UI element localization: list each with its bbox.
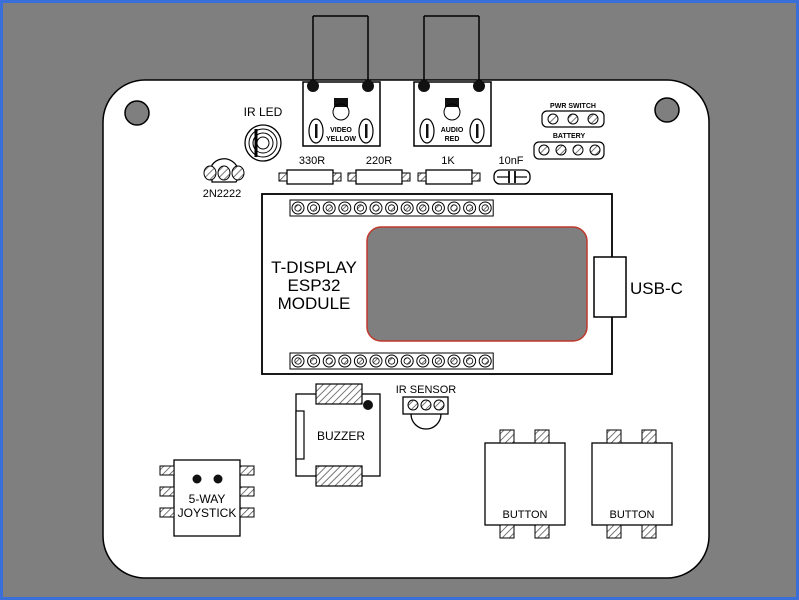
mounting-hole-right-icon: [654, 97, 680, 123]
header-pin-pad-icon: [387, 204, 396, 212]
resistor-330r-icon: [278, 169, 342, 185]
header-pin-pad-icon: [419, 204, 427, 212]
pwr-switch-label: PWR SWITCH: [550, 103, 596, 110]
header-pin-pad-icon: [465, 357, 474, 365]
resistor-220r-label: 220R: [366, 155, 392, 167]
capacitor-label: 10nF: [498, 155, 523, 167]
video-jack: [302, 15, 381, 147]
header-pin-pad-icon: [372, 357, 380, 365]
buzzer-label: BUZZER: [317, 429, 365, 443]
header-pin-pad-icon: [419, 357, 427, 365]
header-pin-pad-icon: [403, 357, 411, 365]
ir-led-icon: [244, 124, 282, 162]
header-pin-pad-icon: [434, 204, 442, 212]
button-1-label: BUTTON: [502, 509, 547, 521]
header-pin-pad-icon: [450, 357, 458, 365]
header-pin-pad-icon: [356, 204, 364, 212]
header-pin-pad-icon: [387, 357, 396, 365]
header-pin-pad-icon: [341, 357, 349, 365]
resistor-330r-label: 330R: [299, 155, 325, 167]
header-pin-pad-icon: [434, 357, 442, 365]
buzzer: [295, 383, 381, 487]
resistor-1k-label: 1K: [441, 155, 455, 167]
battery-header: [533, 141, 605, 160]
header-pin-pad-icon: [294, 357, 302, 365]
ir-sensor-label: IR SENSOR: [396, 384, 457, 396]
battery-label: BATTERY: [553, 133, 586, 140]
joystick: [159, 459, 255, 537]
audio-jack-label-line2: RED: [445, 136, 460, 143]
header-pin-pad-icon: [325, 204, 333, 212]
ir-sensor-icon: [402, 396, 449, 430]
button-2-label: BUTTON: [609, 509, 654, 521]
header-pin-pad-icon: [294, 204, 302, 212]
button-2: [591, 429, 673, 539]
video-jack-label-line2: YELLOW: [326, 136, 356, 143]
header-pins-bottom: [289, 352, 494, 370]
header-pin-pad-icon: [372, 204, 380, 212]
pwr-switch-header: [541, 110, 605, 128]
header-pins-top: [289, 199, 494, 217]
joystick-label-line1: 5-WAY: [189, 492, 226, 506]
header-pin-pad-icon: [325, 357, 333, 365]
module-label-line2: ESP32: [288, 276, 341, 295]
header-pin-pad-icon: [309, 204, 318, 212]
header-pin-pad-icon: [450, 204, 458, 212]
module-label-line3: MODULE: [278, 294, 351, 313]
header-pin-pad-icon: [403, 204, 411, 212]
transistor-icon: [203, 158, 245, 183]
resistor-1k-icon: [417, 169, 481, 185]
capacitor-10nf-icon: [493, 169, 531, 185]
header-pin-pad-icon: [481, 357, 489, 365]
video-jack-label-line1: VIDEO: [330, 127, 352, 134]
header-pin-pad-icon: [309, 357, 318, 365]
joystick-label-line2: JOYSTICK: [178, 506, 237, 520]
header-pin-pad-icon: [465, 204, 474, 212]
button-1: [484, 429, 566, 539]
header-pin-pad-icon: [356, 357, 364, 365]
ir-led-label: IR LED: [244, 105, 283, 119]
header-pin-pad-icon: [481, 204, 489, 212]
audio-jack: [413, 15, 492, 147]
transistor-label: 2N2222: [203, 188, 242, 200]
module-label-line1: T-DISPLAY: [271, 258, 357, 277]
header-pin-pad-icon: [341, 204, 349, 212]
audio-jack-label-line1: AUDIO: [441, 127, 464, 134]
display-screen: [366, 226, 588, 342]
usb-c-label: USB-C: [630, 279, 683, 298]
usb-c-port: [593, 256, 627, 318]
mounting-hole-left-icon: [124, 100, 150, 126]
resistor-220r-icon: [347, 169, 411, 185]
